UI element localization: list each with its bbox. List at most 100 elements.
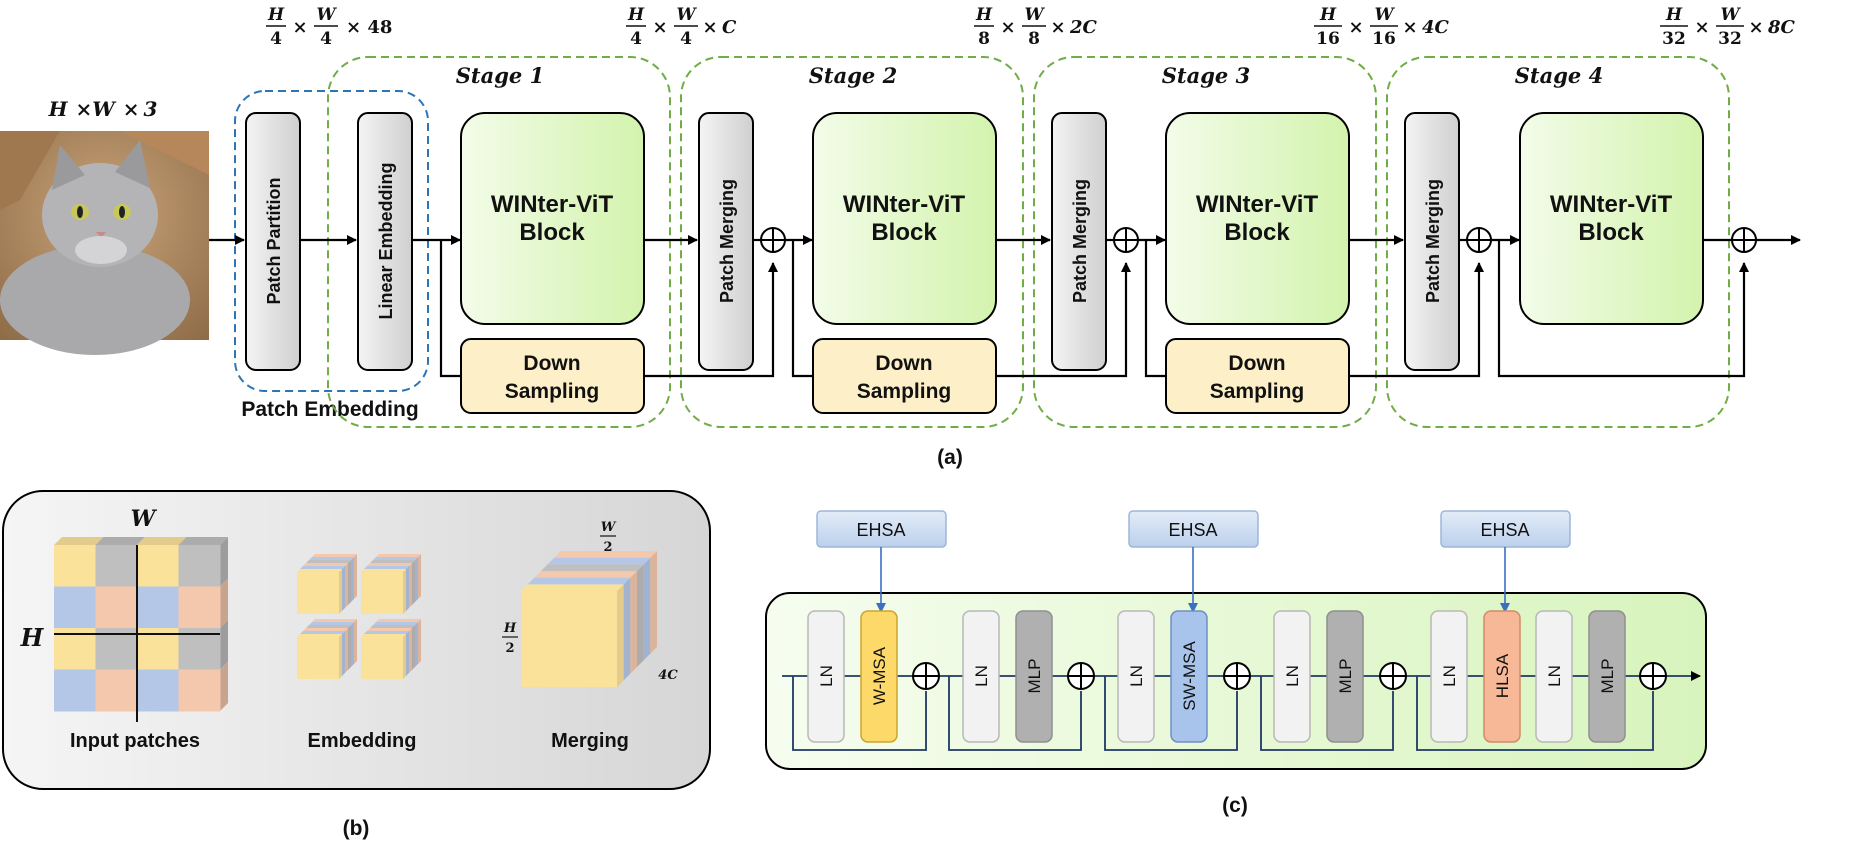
- sum-nodes: [760, 227, 1757, 253]
- panel-c-box-ln: LN: [962, 610, 1000, 743]
- panel-c-box-label: LN: [1283, 665, 1302, 687]
- svg-text:4: 4: [320, 29, 332, 49]
- svg-text:Down: Down: [523, 352, 580, 375]
- panel-c-box-label: W-MSA: [870, 646, 889, 705]
- svg-text:EHSA: EHSA: [856, 520, 905, 540]
- svg-text:4C: 4C: [1422, 17, 1450, 38]
- ehsa-box-1: EHSA: [816, 510, 947, 548]
- panel-c-box-mlp: MLP: [1326, 610, 1364, 743]
- patch-embedding-label: Patch Embedding: [241, 398, 418, 421]
- svg-text:Sampling: Sampling: [857, 380, 952, 403]
- input-image-cat: [0, 131, 209, 355]
- panel-c-box-label: MLP: [1598, 659, 1617, 694]
- svg-text:W: W: [1374, 5, 1395, 25]
- embedding-cube: [297, 554, 357, 614]
- svg-text:×: ×: [702, 17, 717, 38]
- svg-text:8: 8: [1028, 29, 1040, 49]
- panel-c-box-label: LN: [972, 665, 991, 687]
- winter-vit-block-3: WINter-ViT Block: [1165, 112, 1350, 325]
- svg-text:16: 16: [1316, 29, 1340, 49]
- svg-text:16: 16: [1372, 29, 1396, 49]
- svg-text:WINter-ViT: WINter-ViT: [491, 191, 614, 218]
- ehsa-arrows: [876, 547, 1510, 613]
- embedding-cube: [361, 554, 421, 614]
- panel-c-box-label: MLP: [1336, 659, 1355, 694]
- svg-text:4: 4: [270, 29, 282, 49]
- svg-text:C: C: [722, 17, 737, 38]
- panel-b: W H Input patches Embedding W 2 H 2 4C M…: [2, 490, 711, 840]
- svg-text:Sampling: Sampling: [505, 380, 600, 403]
- panel-c-box-ln: LN: [1273, 610, 1311, 743]
- svg-text:W: W: [316, 5, 337, 25]
- merging-cube: [521, 551, 657, 687]
- svg-text:Sampling: Sampling: [1210, 380, 1305, 403]
- linear-embedding-label: Linear Embedding: [376, 162, 396, 319]
- svg-text:EHSA: EHSA: [1480, 520, 1529, 540]
- svg-text:32: 32: [1662, 29, 1686, 49]
- ehsa-box-3: EHSA: [1440, 510, 1571, 548]
- svg-text:W: W: [1024, 5, 1045, 25]
- stage-3-label: Stage 3: [1162, 63, 1250, 88]
- svg-text:Block: Block: [871, 219, 937, 246]
- panel-c-box-label: LN: [1545, 665, 1564, 687]
- panel-b-h-label: H: [20, 623, 45, 652]
- panel-c-sum-nodes: [912, 662, 1667, 690]
- svg-text:Block: Block: [1578, 219, 1644, 246]
- panel-c-box-label: MLP: [1025, 659, 1044, 694]
- panel-c-box-ln: LN: [1430, 610, 1468, 743]
- dims-0: H 4 × W 4 × 48: [266, 5, 392, 49]
- svg-text:×: ×: [1050, 17, 1065, 38]
- panel-c-box-label: LN: [1440, 665, 1459, 687]
- svg-text:H: H: [503, 621, 517, 636]
- svg-text:W: W: [676, 5, 697, 25]
- svg-text:WINter-ViT: WINter-ViT: [1550, 191, 1673, 218]
- dims-4: H 32 × W 32 × 8C: [1660, 5, 1796, 49]
- svg-text:×: ×: [292, 17, 307, 38]
- down-sampling-box-1: Down Sampling: [460, 338, 645, 414]
- caption-a: (a): [937, 446, 963, 469]
- merging-ch-dim: 4C: [658, 668, 678, 683]
- svg-text:×: ×: [652, 17, 667, 38]
- panel-c-box-ln: LN: [1117, 610, 1155, 743]
- svg-text:Block: Block: [519, 219, 585, 246]
- merging-label: Merging: [551, 730, 629, 752]
- stage-4-box: [1386, 56, 1730, 428]
- caption-b: (b): [343, 817, 370, 840]
- svg-text:×: ×: [1402, 17, 1417, 38]
- svg-text:W: W: [601, 520, 617, 535]
- embedding-cube: [297, 619, 357, 679]
- patch-merging-label: Patch Merging: [1070, 179, 1090, 303]
- dims-3: H 16 × W 16 × 4C: [1314, 5, 1450, 49]
- svg-text:4: 4: [680, 29, 692, 49]
- ehsa-box-2: EHSA: [1128, 510, 1259, 548]
- panel-c-box-hlsa: HLSA: [1483, 610, 1521, 743]
- embedding-label: Embedding: [308, 730, 417, 752]
- embedding-cubes: [297, 554, 421, 679]
- svg-text:Down: Down: [875, 352, 932, 375]
- svg-text:×: ×: [1348, 17, 1363, 38]
- embedding-cube: [361, 619, 421, 679]
- svg-text:2: 2: [603, 540, 612, 555]
- patch-partition-label: Patch Partition: [264, 177, 284, 304]
- patch-merging-label: Patch Merging: [1423, 179, 1443, 303]
- svg-text:W: W: [1720, 5, 1741, 25]
- svg-text:Down: Down: [1228, 352, 1285, 375]
- winter-vit-block-4: WINter-ViT Block: [1519, 112, 1704, 325]
- svg-text:×: ×: [1748, 17, 1763, 38]
- svg-text:H: H: [627, 5, 645, 25]
- panel-a: H×W×3 H 4 × W 4 × 48 H 4 × W 4 × C H: [0, 5, 1801, 469]
- panel-c-box-label: HLSA: [1493, 653, 1512, 698]
- svg-text:2: 2: [505, 641, 514, 656]
- merging-h-dim: H 2: [502, 621, 518, 656]
- panel-c-box-ln: LN: [1535, 610, 1573, 743]
- winter-vit-block-2: WINter-ViT Block: [812, 112, 997, 325]
- down-sampling-box-3: Down Sampling: [1165, 338, 1350, 414]
- down-sampling-box-2: Down Sampling: [812, 338, 997, 414]
- caption-c: (c): [1222, 794, 1248, 817]
- merging-w-dim: W 2: [600, 520, 617, 555]
- stage-2-box: [680, 56, 1024, 428]
- svg-text:H: H: [1319, 5, 1337, 25]
- input-patches-grid: [54, 537, 228, 722]
- stage-1-box: [327, 56, 671, 428]
